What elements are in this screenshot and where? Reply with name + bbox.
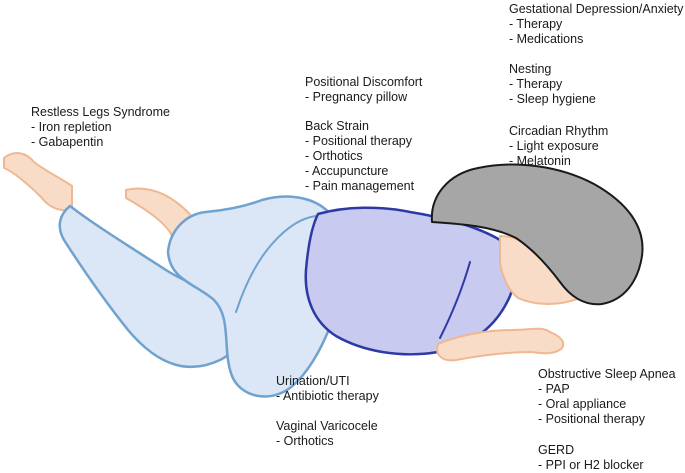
item: Oral appliance xyxy=(538,397,676,412)
item: Accupuncture xyxy=(305,164,414,179)
item: Sleep hygiene xyxy=(509,92,596,107)
gerd-label: GERD PPI or H2 blocker xyxy=(538,443,644,473)
item: Therapy xyxy=(509,77,596,92)
nesting-label: Nesting Therapy Sleep hygiene xyxy=(509,62,596,107)
item: Melatonin xyxy=(509,154,608,169)
left-foot xyxy=(3,152,73,212)
arm xyxy=(436,327,565,362)
heading: Obstructive Sleep Apnea xyxy=(538,367,676,381)
item: Light exposure xyxy=(509,139,608,154)
upper-leg xyxy=(58,204,242,369)
item: PPI or H2 blocker xyxy=(538,458,644,473)
thigh-crease xyxy=(235,215,317,313)
shirt-fold xyxy=(439,261,471,339)
item: Antibiotic therapy xyxy=(276,389,379,404)
heading: Positional Discomfort xyxy=(305,75,423,89)
restless-legs-label: Restless Legs Syndrome Iron repletion Ga… xyxy=(31,105,170,150)
heading: Urination/UTI xyxy=(276,374,350,388)
heading: Circadian Rhythm xyxy=(509,124,609,138)
heading: Restless Legs Syndrome xyxy=(31,105,170,119)
item: Orthotics xyxy=(305,149,414,164)
heading: Gestational Depression/Anxiety xyxy=(509,2,684,16)
item: Positional therapy xyxy=(538,412,676,427)
item: Pain management xyxy=(305,179,414,194)
heading: Nesting xyxy=(509,62,552,76)
heading: Back Strain xyxy=(305,119,369,133)
shirt xyxy=(304,206,517,356)
item: Therapy xyxy=(509,17,683,32)
item: Orthotics xyxy=(276,434,378,449)
item: Iron repletion xyxy=(31,120,170,135)
urination-uti-label: Urination/UTI Antibiotic therapy xyxy=(276,374,379,404)
gestational-depression-label: Gestational Depression/Anxiety Therapy M… xyxy=(509,2,683,47)
hair xyxy=(430,163,644,306)
positional-discomfort-label: Positional Discomfort Pregnancy pillow xyxy=(305,75,422,105)
obstructive-sleep-apnea-label: Obstructive Sleep Apnea PAP Oral applian… xyxy=(538,367,676,427)
item: Positional therapy xyxy=(305,134,414,149)
item: Medications xyxy=(509,32,683,47)
circadian-rhythm-label: Circadian Rhythm Light exposure Melatoni… xyxy=(509,124,608,169)
item: PAP xyxy=(538,382,676,397)
heading: GERD xyxy=(538,443,575,457)
vaginal-varicocele-label: Vaginal Varicocele Orthotics xyxy=(276,419,378,449)
back-strain-label: Back Strain Positional therapy Orthotics… xyxy=(305,119,414,194)
heading: Vaginal Varicocele xyxy=(276,419,378,433)
item: Pregnancy pillow xyxy=(305,90,422,105)
item: Gabapentin xyxy=(31,135,170,150)
